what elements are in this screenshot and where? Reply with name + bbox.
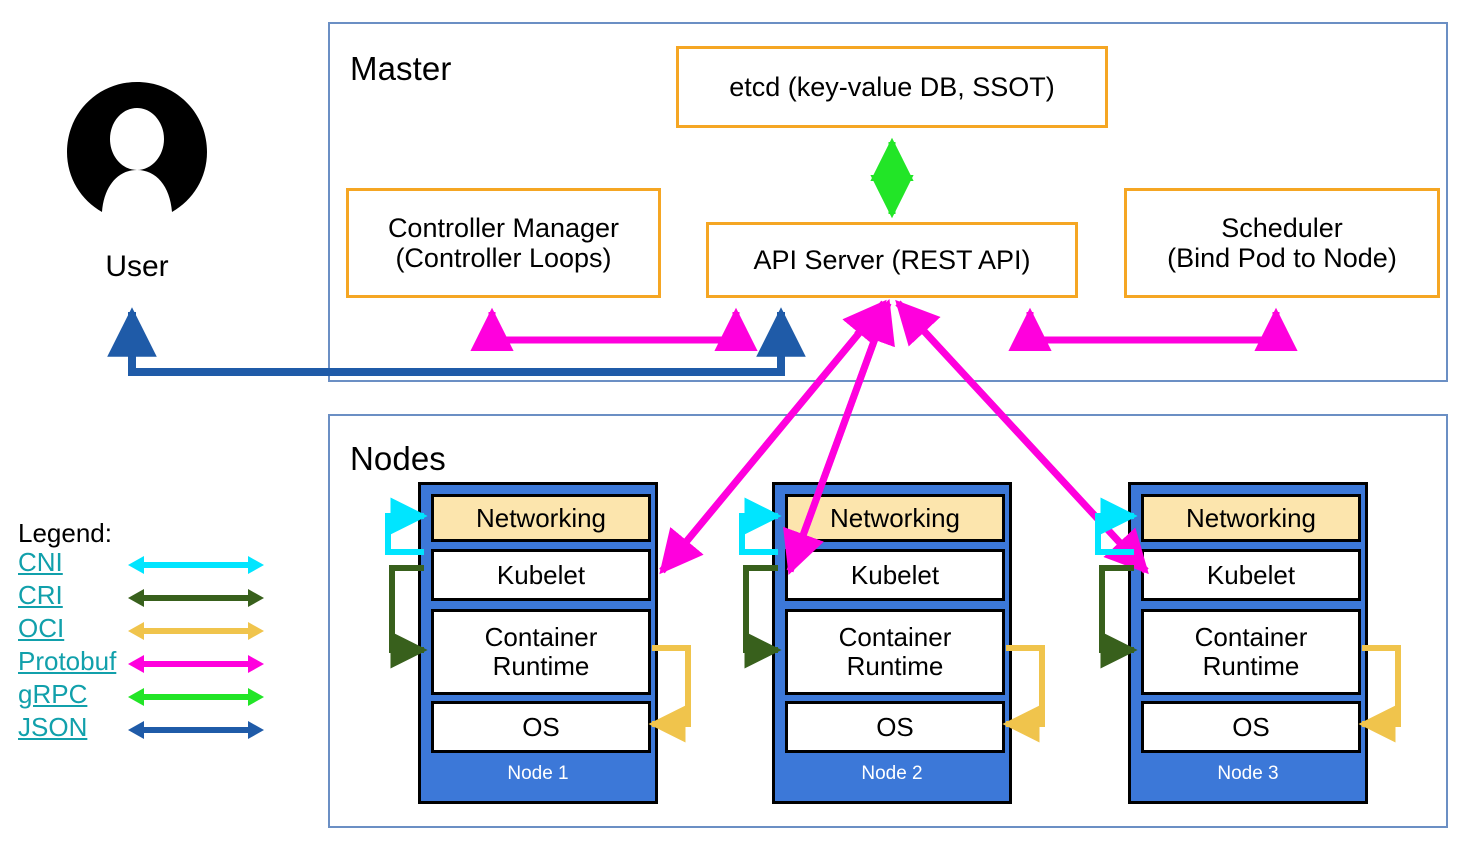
node-2-networking-box[interactable]: Networking: [785, 494, 1005, 542]
node-1-card[interactable]: Networking Kubelet Container Runtime OS …: [418, 482, 658, 804]
node-2-kubelet-box[interactable]: Kubelet: [785, 549, 1005, 601]
node-2-container-runtime-box[interactable]: Container Runtime: [785, 609, 1005, 695]
legend: Legend: CNI CRI OCI Protobuf: [18, 520, 288, 747]
scheduler-box[interactable]: Scheduler (Bind Pod to Node): [1124, 188, 1440, 298]
legend-arrow-json: [128, 721, 264, 739]
user-label: User: [105, 250, 169, 283]
legend-label-json[interactable]: JSON: [18, 712, 88, 742]
node-2-card[interactable]: Networking Kubelet Container Runtime OS …: [772, 482, 1012, 804]
node-3-kubelet-box[interactable]: Kubelet: [1141, 549, 1361, 601]
legend-label-protobuf[interactable]: Protobuf: [18, 646, 117, 676]
node-1-kubelet-box[interactable]: Kubelet: [431, 549, 651, 601]
node-1-networking-box[interactable]: Networking: [431, 494, 651, 542]
master-group-title: Master: [350, 50, 452, 87]
legend-label-cni[interactable]: CNI: [18, 547, 63, 577]
node-1-os-box[interactable]: OS: [431, 701, 651, 753]
legend-arrow-cri: [128, 589, 264, 607]
node-1-container-runtime-box[interactable]: Container Runtime: [431, 609, 651, 695]
legend-arrow-grpc: [128, 688, 264, 706]
legend-label-cri[interactable]: CRI: [18, 580, 63, 610]
node-2-os-box[interactable]: OS: [785, 701, 1005, 753]
api-server-box[interactable]: API Server (REST API): [706, 222, 1078, 298]
legend-label-grpc[interactable]: gRPC: [18, 679, 88, 709]
node-3-label: Node 3: [1217, 763, 1279, 784]
node-3-card[interactable]: Networking Kubelet Container Runtime OS …: [1128, 482, 1368, 804]
node-2-label: Node 2: [861, 763, 923, 784]
legend-item-grpc[interactable]: gRPC: [18, 679, 288, 714]
node-3-networking-box[interactable]: Networking: [1141, 494, 1361, 542]
legend-item-cni[interactable]: CNI: [18, 547, 288, 582]
controller-manager-box[interactable]: Controller Manager (Controller Loops): [346, 188, 661, 298]
legend-arrow-oci: [128, 622, 264, 640]
legend-arrow-protobuf: [128, 655, 264, 673]
legend-title: Legend:: [18, 518, 112, 548]
user-avatar-icon: [63, 78, 211, 226]
legend-label-oci[interactable]: OCI: [18, 613, 65, 643]
legend-arrow-cni: [128, 556, 264, 574]
node-3-container-runtime-box[interactable]: Container Runtime: [1141, 609, 1361, 695]
legend-item-oci[interactable]: OCI: [18, 613, 288, 648]
etcd-box[interactable]: etcd (key-value DB, SSOT): [676, 46, 1108, 128]
legend-item-json[interactable]: JSON: [18, 712, 288, 747]
node-3-os-box[interactable]: OS: [1141, 701, 1361, 753]
legend-item-cri[interactable]: CRI: [18, 580, 288, 615]
legend-item-protobuf[interactable]: Protobuf: [18, 646, 288, 681]
node-1-label: Node 1: [507, 763, 569, 784]
nodes-group-title: Nodes: [350, 440, 446, 477]
